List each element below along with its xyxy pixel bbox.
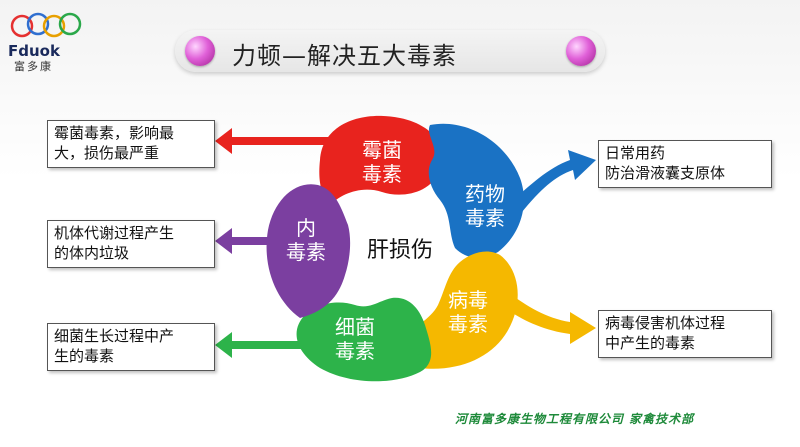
petal-label-drug-line2: 毒素 bbox=[465, 206, 505, 230]
petal-label-drug: 药物 毒素 bbox=[455, 182, 515, 230]
page-title: 力顿—解决五大毒素 bbox=[232, 42, 457, 70]
brand-logo bbox=[10, 12, 82, 38]
petal-bacteria bbox=[296, 297, 432, 382]
logo-ring-blue bbox=[26, 12, 50, 36]
box-virus-line2: 中产生的毒素 bbox=[605, 334, 696, 352]
box-bacteria-line1: 细菌生长过程中产 bbox=[54, 327, 175, 345]
logo-sub-text: 富多康 bbox=[14, 60, 53, 73]
petal-label-drug-line1: 药物 bbox=[465, 182, 505, 206]
footer-company: 河南富多康生物工程有限公司 家禽技术部 bbox=[455, 412, 695, 426]
petal-drug bbox=[428, 123, 524, 258]
petal-label-virus: 病毒 毒素 bbox=[438, 288, 498, 336]
box-mold-line1: 霉菌毒素，影响最 bbox=[54, 124, 175, 142]
arrow-to-mold-box bbox=[215, 128, 330, 154]
arrow-to-internal-box bbox=[215, 228, 268, 254]
logo-ring-red bbox=[10, 14, 34, 38]
box-drug-line1: 日常用药 bbox=[605, 144, 666, 162]
petal-label-bacteria-line1: 细菌 bbox=[335, 315, 375, 339]
box-internal-line2: 的体内垃圾 bbox=[54, 244, 130, 262]
logo-ring-orange bbox=[42, 14, 66, 38]
title-bar bbox=[175, 30, 605, 72]
box-virus: 病毒侵害机体过程 中产生的毒素 bbox=[598, 310, 772, 358]
petal-label-bacteria: 细菌 毒素 bbox=[325, 315, 385, 363]
petal-label-internal: 内 毒素 bbox=[276, 216, 336, 264]
box-bacteria-line2: 生的毒素 bbox=[54, 347, 115, 365]
petal-label-mold-line1: 霉菌 bbox=[362, 138, 402, 162]
box-mold-line2: 大，损伤最严重 bbox=[54, 144, 160, 162]
title-right-dot bbox=[566, 36, 596, 66]
petal-label-mold: 霉菌 毒素 bbox=[352, 138, 412, 186]
box-virus-line1: 病毒侵害机体过程 bbox=[605, 314, 726, 332]
petal-label-internal-line2: 毒素 bbox=[286, 240, 326, 264]
box-mold: 霉菌毒素，影响最 大，损伤最严重 bbox=[47, 120, 215, 168]
petal-label-internal-line1: 内 bbox=[296, 216, 316, 240]
petal-label-virus-line1: 病毒 bbox=[448, 288, 488, 312]
logo-brand-text: Fduok bbox=[8, 42, 60, 60]
box-drug-line2: 防治滑液囊支原体 bbox=[605, 164, 726, 182]
petal-mold bbox=[319, 115, 443, 205]
petal-label-bacteria-line2: 毒素 bbox=[335, 339, 375, 363]
logo-ring-green bbox=[58, 12, 82, 36]
petal-virus bbox=[402, 251, 518, 369]
petal-label-mold-line2: 毒素 bbox=[362, 162, 402, 186]
box-internal: 机体代谢过程产生 的体内垃圾 bbox=[47, 220, 215, 268]
box-internal-line1: 机体代谢过程产生 bbox=[54, 224, 175, 242]
center-label: 肝损伤 bbox=[366, 238, 433, 263]
arrow-to-drug-box bbox=[508, 150, 596, 212]
petal-internal bbox=[266, 184, 351, 318]
title-left-dot bbox=[185, 36, 215, 66]
box-bacteria: 细菌生长过程中产 生的毒素 bbox=[47, 323, 215, 371]
arrow-to-bacteria-box bbox=[215, 332, 320, 358]
petal-label-virus-line2: 毒素 bbox=[448, 312, 488, 336]
box-drug: 日常用药 防治滑液囊支原体 bbox=[598, 140, 772, 188]
arrow-to-virus-box bbox=[496, 290, 596, 344]
